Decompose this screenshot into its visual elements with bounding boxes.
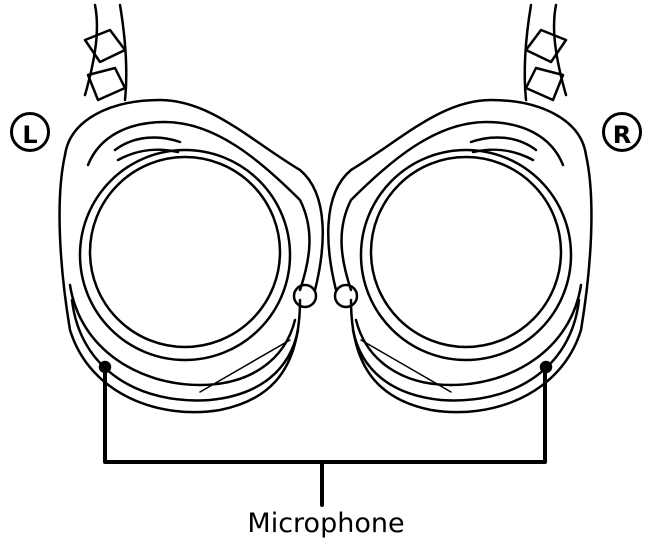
microphone-callout-line	[103, 368, 547, 507]
right-side-badge: R	[602, 112, 642, 152]
left-side-badge: L	[10, 112, 50, 152]
microphone-label: Microphone	[247, 508, 405, 539]
left-earcup	[58, 3, 324, 414]
right-earcup	[327, 3, 593, 414]
